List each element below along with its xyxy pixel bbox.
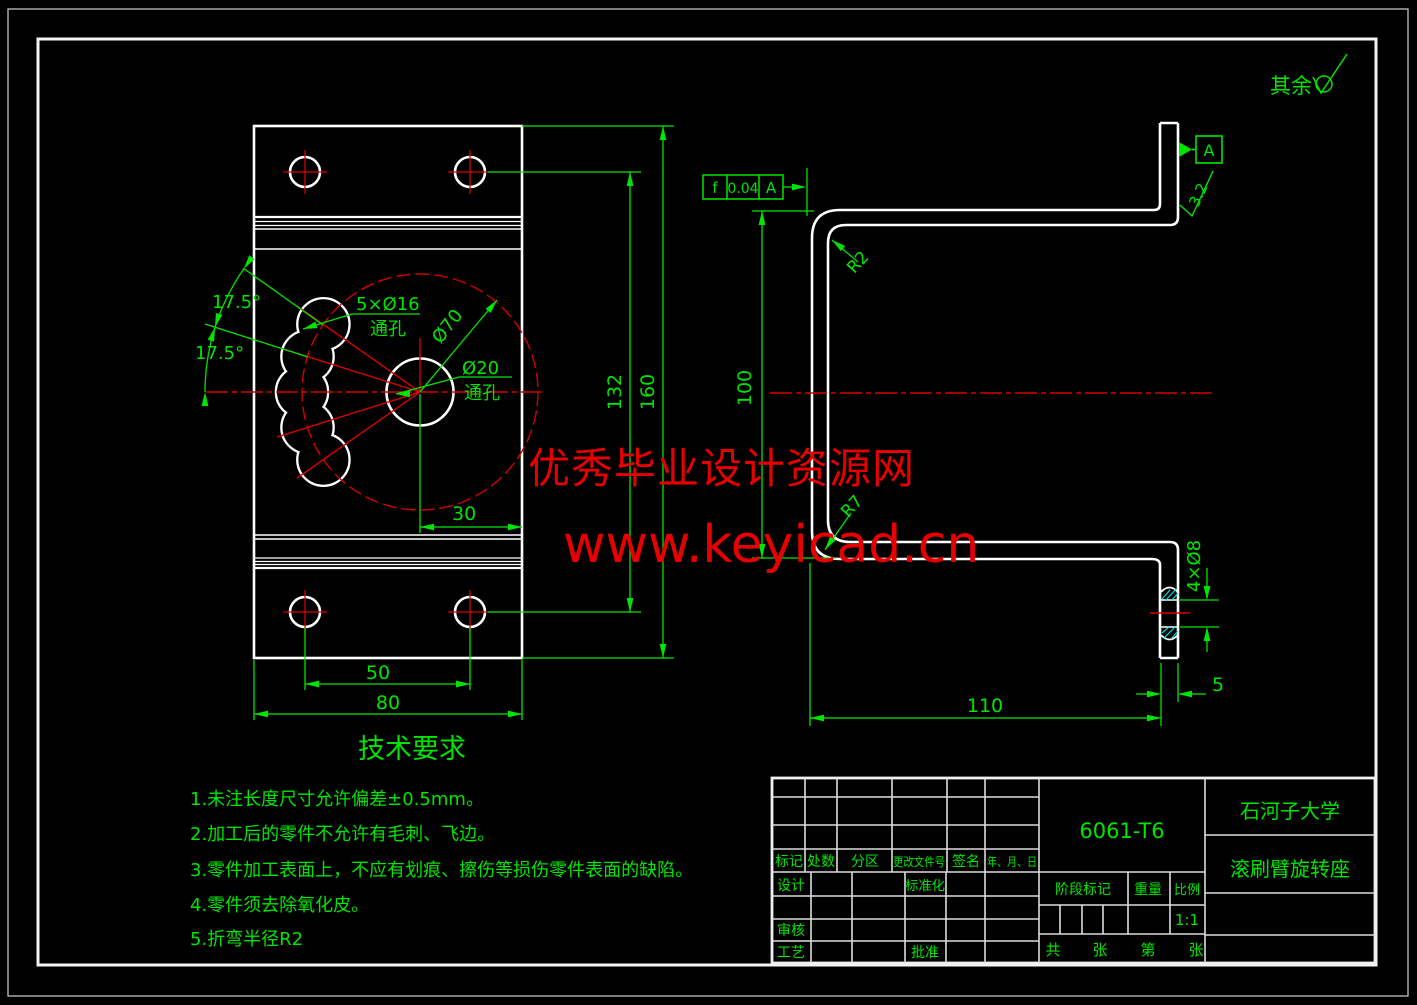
- hole-section-hatch: [1160, 586, 1179, 641]
- standard-label: 标准化: [905, 879, 945, 894]
- fcf-datum: A: [766, 179, 777, 197]
- rev-header-zone: 分区: [851, 854, 879, 870]
- tech-req-title: 技术要求: [358, 734, 466, 765]
- fcf-symbol: f: [712, 179, 718, 197]
- rev-header-sign: 签名: [952, 853, 980, 870]
- rev-header-docno: 更改文件号: [893, 854, 945, 869]
- front-view: 17.5° 17.5° 5×Ø16 通孔 Ø70 Ø20 通孔: [195, 124, 674, 720]
- sheet-label-1: 张: [1092, 941, 1107, 959]
- center-hole-label-1: Ø20: [462, 358, 499, 379]
- dim-5-text: 5: [1212, 674, 1224, 696]
- tech-req-item: 5.折弯半径R2: [190, 929, 303, 950]
- dim-4x8-text: 4×Ø8: [1184, 540, 1205, 592]
- datum-flag: A: [1179, 135, 1223, 164]
- scale-value: 1:1: [1175, 911, 1199, 929]
- center-hole-callout: Ø20 通孔: [395, 358, 512, 404]
- dim-100: 100: [734, 210, 836, 559]
- stage-label: 阶段标记: [1055, 882, 1111, 898]
- part-name-text: 滚刷臂旋转座: [1230, 857, 1350, 881]
- center-hole-label-2: 通孔: [464, 383, 500, 404]
- rev-header-mark: 标记: [775, 854, 803, 870]
- drawing-frame: [7, 8, 1409, 997]
- title-block: 标记 处数 分区 更改文件号 签名 年、月、日 设计 标准化 审核 工艺 批准 …: [770, 776, 1377, 965]
- hole-centerlines: [283, 150, 492, 634]
- watermark-line1: 优秀毕业设计资源网: [528, 444, 915, 493]
- angle-dim-2: 17.5°: [195, 343, 244, 364]
- sheet-no-label: 第: [1140, 941, 1155, 959]
- dim-132-text: 132: [604, 374, 626, 410]
- check-label: 审核: [777, 923, 805, 939]
- datum-triangle-icon: [1179, 142, 1192, 157]
- dim-50: 50: [304, 628, 471, 690]
- sheet-total-label: 共: [1045, 941, 1060, 959]
- slot-holes-label-2: 通孔: [370, 319, 406, 340]
- general-finish-note: 其余: [1270, 53, 1348, 98]
- finish-note-text: 其余: [1270, 74, 1312, 98]
- bend-lines-top: [254, 215, 522, 250]
- design-label: 设计: [777, 878, 805, 894]
- finish-circle-icon: [1315, 75, 1333, 93]
- dim-100-text: 100: [734, 370, 756, 406]
- material-text: 6061-T6: [1079, 819, 1164, 843]
- tech-req-item: 4.零件须去除氧化皮。: [190, 895, 369, 916]
- slot-holes-label-1: 5×Ø16: [356, 294, 420, 315]
- dim-80-text: 80: [376, 692, 400, 714]
- fcf-tolerance: 0.04: [727, 181, 758, 197]
- watermark-line2: www.keyicad.cn: [563, 515, 979, 575]
- side-view: f 0.04 A A 3.2 R2 R7: [702, 121, 1224, 726]
- tech-requirements: 技术要求 1.未注长度尺寸允许偏差±0.5mm。 2.加工后的零件不允许有毛刺、…: [190, 734, 693, 950]
- tech-req-item: 2.加工后的零件不允许有毛刺、飞边。: [190, 824, 495, 845]
- datum-label: A: [1204, 141, 1215, 160]
- approve-label: 批准: [911, 945, 939, 961]
- rev-header-count: 处数: [807, 854, 835, 870]
- company-text: 石河子大学: [1240, 799, 1340, 823]
- dim-160: 160: [522, 125, 674, 659]
- process-label: 工艺: [777, 945, 805, 961]
- tech-req-item: 1.未注长度尺寸允许偏差±0.5mm。: [190, 789, 484, 810]
- dim-80: 80: [253, 660, 523, 720]
- rev-header-date: 年、月、日: [987, 855, 1037, 869]
- dim-30: 30: [419, 394, 522, 533]
- title-block-grid: [772, 778, 1375, 963]
- dim-5: 5: [1136, 663, 1224, 702]
- dim-50-text: 50: [366, 662, 390, 684]
- scale-label: 比例: [1174, 883, 1200, 898]
- tech-req-item: 3.零件加工表面上，不应有划痕、擦伤等损伤零件表面的缺陷。: [190, 860, 693, 881]
- roughness-icon: [1179, 170, 1214, 218]
- slot-holes-callout: 5×Ø16 通孔: [302, 294, 420, 340]
- dim-4x8: 4×Ø8: [1180, 540, 1219, 652]
- dim-30-text: 30: [452, 503, 476, 525]
- title-block-border: [770, 776, 1377, 965]
- bend-lines-bottom: [254, 534, 522, 570]
- sheet-label-2: 张: [1188, 941, 1203, 959]
- angle-dim-1: 17.5°: [212, 292, 261, 313]
- weight-label: 重量: [1134, 882, 1162, 898]
- feature-control-frame: f 0.04 A: [702, 168, 808, 216]
- dim-160-text: 160: [637, 374, 659, 410]
- side-profile: [810, 121, 1180, 660]
- dim-110: 110: [809, 563, 1162, 726]
- front-centerlines: [206, 273, 542, 511]
- dim-132: 132: [488, 171, 641, 613]
- watermark: 优秀毕业设计资源网 www.keyicad.cn: [528, 444, 979, 575]
- dim-110-text: 110: [967, 695, 1003, 717]
